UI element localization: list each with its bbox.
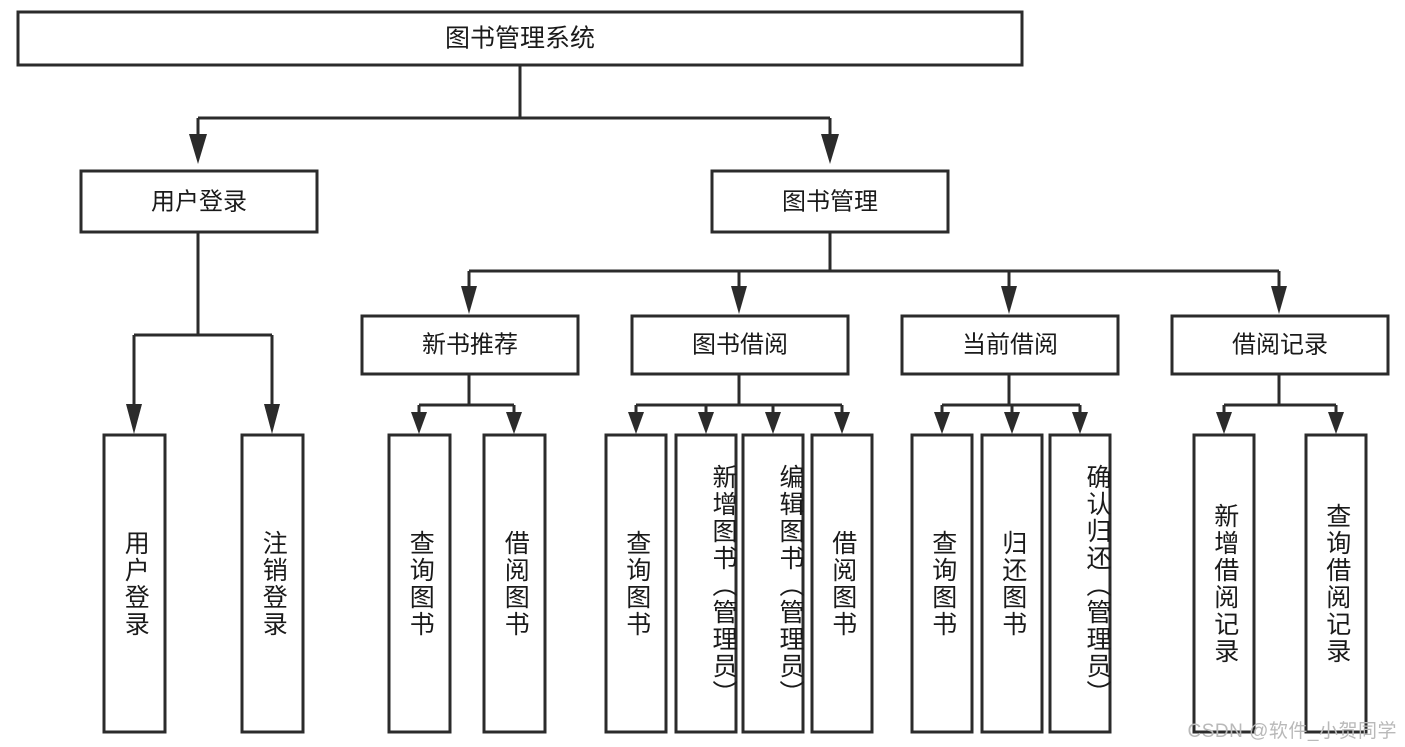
arrow-head-leaf-logout-login <box>264 404 280 434</box>
leaf-add-book-box[interactable] <box>674 433 738 734</box>
node-user-login[interactable]: 用户登录 <box>79 169 319 234</box>
node-user-login-label: 用户登录 <box>151 188 247 215</box>
leaf-add-record[interactable] <box>1192 433 1256 734</box>
edge-group-root-to-level2 <box>189 65 839 164</box>
node-borrow-record-box[interactable] <box>1170 314 1390 376</box>
leaf-edit-book-box[interactable] <box>741 433 805 734</box>
edge-group-current-borrow-to-leaves <box>934 375 1088 434</box>
node-book-manage-label: 图书管理 <box>782 188 878 215</box>
node-root[interactable]: 图书管理系统 <box>16 10 1024 67</box>
node-current-borrow[interactable]: 当前借阅 <box>900 314 1120 376</box>
node-book-borrow-box[interactable] <box>630 314 850 376</box>
node-new-book-rec-label: 新书推荐 <box>422 331 518 358</box>
leaf-borrow-book-1[interactable] <box>482 433 547 734</box>
leaf-edit-book[interactable] <box>741 433 805 734</box>
arrow-head-leaf-add-book <box>698 412 714 434</box>
arrow-head-leaf-user-login <box>126 404 142 434</box>
leaf-confirm-return-box[interactable] <box>1048 433 1112 734</box>
edge-group-borrow-record-to-leaves <box>1216 375 1344 434</box>
leaf-borrow-book-1-box[interactable] <box>482 433 547 734</box>
arrow-head-borrow-record <box>1271 286 1287 314</box>
leaf-user-login[interactable] <box>102 433 167 734</box>
arrow-head-book-manage <box>821 134 839 164</box>
node-borrow-record-label: 借阅记录 <box>1232 331 1328 358</box>
leaf-user-login-box[interactable] <box>102 433 167 734</box>
node-new-book-rec-box[interactable] <box>360 314 580 376</box>
leaf-add-book[interactable] <box>674 433 738 734</box>
leaf-logout-login-box[interactable] <box>240 433 305 734</box>
arrow-head-new-book-rec <box>461 286 477 314</box>
node-book-manage-box[interactable] <box>710 169 950 234</box>
leaf-return-book-box[interactable] <box>980 433 1044 734</box>
node-current-borrow-box[interactable] <box>900 314 1120 376</box>
node-current-borrow-label: 当前借阅 <box>962 331 1058 358</box>
arrow-head-leaf-borrow-book-2 <box>834 412 850 434</box>
arrow-head-user-login <box>189 134 207 164</box>
leaf-confirm-return[interactable] <box>1048 433 1112 734</box>
arrow-head-leaf-return-book <box>1004 412 1020 434</box>
node-book-manage[interactable]: 图书管理 <box>710 169 950 234</box>
arrow-head-book-borrow <box>731 286 747 314</box>
edge-group-book-borrow-to-leaves <box>628 375 850 434</box>
arrow-head-current-borrow <box>1001 286 1017 314</box>
arrow-head-leaf-borrow-book-1 <box>506 412 522 434</box>
arrow-head-leaf-query-book-2 <box>628 412 644 434</box>
node-root-box[interactable] <box>16 10 1024 67</box>
node-book-borrow[interactable]: 图书借阅 <box>630 314 850 376</box>
edge-group-book-manage-to-level3 <box>461 232 1287 314</box>
leaf-query-record-box[interactable] <box>1304 433 1368 734</box>
leaf-query-book-2[interactable] <box>604 433 668 734</box>
leaf-add-record-box[interactable] <box>1192 433 1256 734</box>
node-book-borrow-label: 图书借阅 <box>692 331 788 358</box>
leaf-borrow-book-2[interactable] <box>810 433 874 734</box>
leaf-return-book[interactable] <box>980 433 1044 734</box>
leaf-logout-login[interactable] <box>240 433 305 734</box>
arrow-head-leaf-edit-book <box>765 412 781 434</box>
leaf-query-book-1[interactable] <box>387 433 452 734</box>
arrow-head-leaf-query-book-1 <box>411 412 427 434</box>
edge-group-new-book-rec-to-leaves <box>411 375 522 434</box>
leaf-query-book-3-box[interactable] <box>910 433 974 734</box>
node-user-login-box[interactable] <box>79 169 319 234</box>
edge-group-user-login-to-leaves <box>126 232 280 434</box>
arrow-head-leaf-add-record <box>1216 412 1232 434</box>
leaf-query-book-1-box[interactable] <box>387 433 452 734</box>
node-root-label: 图书管理系统 <box>445 25 595 53</box>
leaf-query-record[interactable] <box>1304 433 1368 734</box>
node-borrow-record[interactable]: 借阅记录 <box>1170 314 1390 376</box>
leaf-query-book-3[interactable] <box>910 433 974 734</box>
leaf-query-book-2-box[interactable] <box>604 433 668 734</box>
node-new-book-rec[interactable]: 新书推荐 <box>360 314 580 376</box>
leaf-borrow-book-2-box[interactable] <box>810 433 874 734</box>
arrow-head-leaf-query-book-3 <box>934 412 950 434</box>
arrow-head-leaf-confirm-return <box>1072 412 1088 434</box>
arrow-head-leaf-query-record <box>1328 412 1344 434</box>
